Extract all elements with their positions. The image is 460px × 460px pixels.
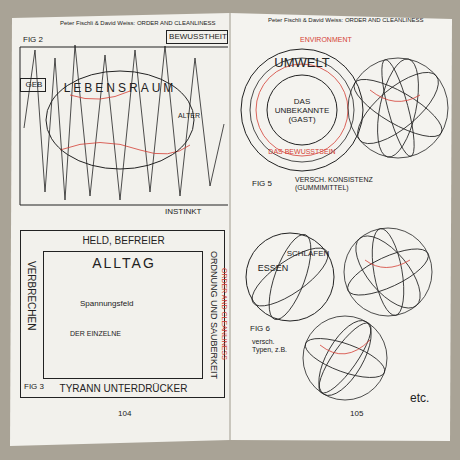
note-text: versch. Typen, z.B. (252, 338, 297, 353)
eat-sleep-sphere: ESSEN SCHLAFEN (245, 232, 335, 322)
band-ring (250, 58, 354, 162)
tension-field-frame: HELD, BEFREIER VERBRECHEN ORDNUNG UND SAUB… (20, 230, 225, 398)
node-text: ALLTAG (44, 256, 204, 271)
sphere-bands (244, 230, 336, 325)
everyday-box: ALLTAG (43, 251, 203, 379)
page-number: 105 (350, 410, 363, 419)
sphere (342, 225, 434, 318)
node-text: DAS UNBEKANNTE (GAST) (270, 98, 334, 124)
figure-number: FIG 6 (250, 325, 270, 334)
circle-outline (241, 49, 363, 171)
figure-number: FIG 2 (23, 36, 43, 45)
red-scribble (320, 90, 420, 354)
node-text: UMWELT (254, 56, 350, 70)
field-label: Spannungsfeld (80, 300, 133, 309)
running-header: Peter Fischli & David Weiss: ORDER AND C… (60, 20, 225, 27)
life-space-ellipse: LEBENSRAUM (45, 70, 195, 170)
figure-number: FIG 3 (24, 383, 44, 392)
figure-number: FIG 5 (252, 180, 272, 189)
frame-line (20, 47, 21, 205)
node-text: HELD, BEFREIER (61, 235, 186, 246)
gutter (229, 13, 231, 440)
node-text: ORDNUNG UND SAUBERKEIT (208, 251, 218, 379)
node-text: ESSEN (253, 264, 293, 274)
circle-outline (245, 232, 335, 322)
node-text: DAS BEWUSSTSEIN (254, 148, 350, 156)
note-text: VERSCH. KONSISTENZ (GUMMIMITTEL) (295, 176, 387, 191)
running-header: Peter Fischli & David Weiss: ORDER AND C… (268, 17, 438, 24)
unknown-guest-circle: DAS UNBEKANNTE (GAST) (266, 74, 338, 146)
band-ring (256, 64, 348, 156)
birth-box: GEB (20, 78, 46, 92)
field-label: DER EINZELNE (70, 330, 121, 338)
axis-label: ALTER (178, 112, 200, 120)
frame-line (20, 47, 228, 48)
node-text: GEB (21, 81, 47, 90)
environment-circle: UMWELT DAS BEWUSSTSEIN DAS UNBEKANNTE (GAS… (240, 48, 364, 172)
node-text: TYRANN UNTERDRÜCKER (51, 383, 196, 394)
circle-outline (246, 233, 334, 321)
translation-note: ENVIRONMENT (300, 36, 352, 44)
sphere (301, 313, 390, 404)
axis-label: INSTINKT (165, 208, 201, 217)
node-text: BEWUSSTHEIT (167, 33, 229, 42)
zigzag-line (24, 45, 224, 200)
frame-line (20, 205, 228, 206)
sphere (347, 55, 450, 160)
node-text: SCHLAFEN (283, 250, 333, 259)
right-page (230, 13, 452, 441)
etc-note: etc. (410, 392, 429, 405)
circle-outline (267, 75, 337, 145)
red-scribble (60, 143, 190, 155)
translation-note: ORDER AND CLEANLINESS (220, 268, 228, 360)
ellipse-outline (46, 71, 194, 169)
page-number: 104 (118, 410, 131, 419)
node-text: LEBENSRAUM (60, 82, 180, 95)
left-page (10, 13, 230, 446)
consciousness-box: BEWUSSTHEIT (166, 30, 228, 44)
node-text: VERBRECHEN (26, 261, 37, 330)
